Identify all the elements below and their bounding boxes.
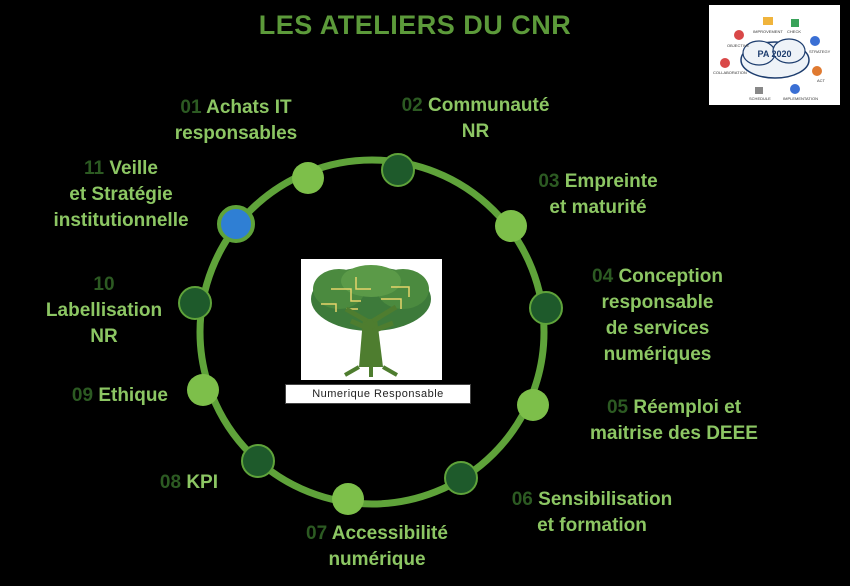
inset-word-schedule: SCHEDULE — [749, 96, 771, 101]
atelier-05-line2: maitrise des DEEE — [590, 423, 758, 444]
atelier-03-line1: Empreinte — [564, 171, 658, 192]
node-03[interactable] — [495, 210, 527, 242]
node-02[interactable] — [381, 153, 415, 187]
inset-word-improvement: IMPROVEMENT — [753, 29, 783, 34]
atelier-06-label[interactable]: 06 Sensibilisation et formation — [492, 487, 692, 539]
atelier-02-line1: Communauté — [428, 95, 550, 116]
node-05[interactable] — [517, 389, 549, 421]
atelier-09-label[interactable]: 09 Ethique — [20, 383, 168, 409]
node-11[interactable] — [217, 205, 255, 243]
inset-word-collaboration: COLLABORATION — [713, 70, 747, 75]
circuit-tree-icon — [311, 265, 431, 377]
atelier-11-line1: Veille — [109, 158, 158, 179]
cycle-ring — [196, 156, 548, 508]
atelier-03-label[interactable]: 03 Empreinte et maturité — [513, 169, 683, 221]
atelier-03-line2: et maturité — [549, 197, 647, 218]
atelier-02-label[interactable]: 02 Communauté NR — [378, 93, 573, 145]
atelier-09-number: 09 — [71, 385, 94, 406]
page-title: LES ATELIERS DU CNR — [258, 10, 572, 40]
atelier-07-line1: Accessibilité — [331, 523, 448, 544]
atelier-04-label[interactable]: 04 Conception responsable de services nu… — [570, 264, 745, 368]
atelier-01-number: 01 — [180, 97, 202, 118]
atelier-07-label[interactable]: 07 Accessibilité numérique — [287, 521, 467, 573]
atelier-02-line2: NR — [461, 121, 490, 142]
atelier-05-label[interactable]: 05 Réemploi et maitrise des DEEE — [566, 395, 782, 447]
atelier-07-line2: numérique — [328, 549, 426, 570]
numerique-responsable-logo — [301, 259, 442, 380]
atelier-01-label[interactable]: 01 Achats IT responsables — [160, 95, 312, 147]
atelier-04-line2: responsable — [601, 292, 714, 313]
node-07[interactable] — [332, 483, 364, 515]
inset-word-check: CHECK — [787, 29, 802, 34]
node-10[interactable] — [178, 286, 212, 320]
atelier-10-number: 10 — [93, 274, 115, 295]
atelier-07-number: 07 — [306, 523, 328, 544]
atelier-08-line1: KPI — [186, 472, 218, 493]
atelier-11-label[interactable]: 11 Veille et Stratégie institutionnelle — [28, 156, 214, 234]
atelier-03-number: 03 — [538, 171, 560, 192]
atelier-01-line2: responsables — [174, 123, 298, 144]
atelier-02-number: 02 — [401, 95, 423, 116]
inset-word-implementation: IMPLEMENTATION — [783, 96, 818, 101]
atelier-06-line1: Sensibilisation — [538, 489, 673, 510]
atelier-10-label[interactable]: 10 Labellisation NR — [30, 272, 178, 350]
node-01[interactable] — [292, 162, 324, 194]
node-06[interactable] — [444, 461, 478, 495]
inset-word-objective: OBJECTIVE — [727, 43, 750, 48]
atelier-11-line3: institutionnelle — [53, 210, 189, 231]
atelier-04-line3: de services — [605, 318, 710, 339]
atelier-04-number: 04 — [592, 266, 614, 287]
atelier-10-line1: Labellisation — [45, 300, 163, 321]
atelier-06-number: 06 — [511, 489, 533, 510]
inset-word-act: ACT — [817, 78, 825, 83]
atelier-05-line1: Réemploi et — [633, 397, 742, 418]
atelier-04-line1: Conception — [618, 266, 723, 287]
atelier-11-line2: et Stratégie — [69, 184, 173, 205]
atelier-01-line1: Achats IT — [206, 97, 292, 118]
node-08[interactable] — [241, 444, 275, 478]
atelier-05-number: 05 — [606, 397, 629, 418]
atelier-11-number: 11 — [84, 158, 105, 179]
node-09[interactable] — [187, 374, 219, 406]
pa2020-cloud-icon — [720, 17, 822, 94]
atelier-10-line2: NR — [90, 326, 118, 347]
logo-caption: Numerique Responsable — [285, 384, 471, 404]
inset-word-strategy: STRATEGY — [809, 49, 831, 54]
atelier-09-line1: Ethique — [98, 385, 168, 406]
atelier-06-line2: et formation — [537, 515, 647, 536]
atelier-04-line4: numériques — [603, 344, 712, 365]
node-04[interactable] — [529, 291, 563, 325]
pa2020-badge: PA 2020 — [757, 49, 792, 59]
atelier-08-label[interactable]: 08 KPI — [120, 470, 218, 496]
atelier-08-number: 08 — [159, 472, 182, 493]
pa2020-inset-image: PA 2020 IMPROVEMENT CHECK OBJECTIVE STRA… — [709, 5, 840, 105]
